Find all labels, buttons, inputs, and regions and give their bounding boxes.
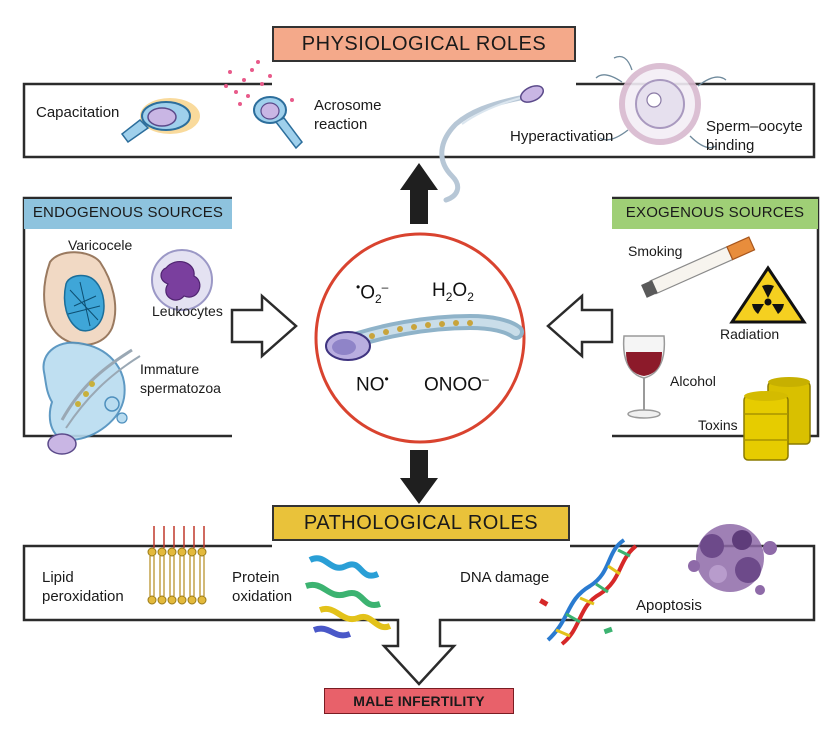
charge: –: [381, 280, 389, 294]
toxin-barrels-illustration: [743, 377, 811, 461]
label-capacitation: Capacitation: [36, 104, 120, 121]
wine-glass-illustration: [622, 335, 666, 419]
label-immature-spermatozoa: Immature spermatozoa: [140, 361, 221, 396]
subscript: 2: [374, 292, 382, 307]
label-smoking: Smoking: [628, 243, 683, 259]
exogenous-frame: [612, 196, 820, 438]
label-varicocele: Varicocele: [68, 237, 133, 253]
label-alcohol: Alcohol: [670, 373, 716, 389]
hyperactivation-illustration: [439, 85, 545, 203]
label-protein-oxidation: Protein oxidation: [232, 569, 293, 605]
endogenous-sources-tag: ENDOGENOUS SOURCES: [24, 199, 232, 229]
symbol: ONOO: [424, 374, 483, 396]
apoptotic-cell-illustration: [688, 524, 777, 595]
ros-peroxynitrite: ONOO–: [424, 372, 489, 396]
oocyte-illustration: [595, 55, 727, 149]
charge: –: [482, 372, 489, 386]
cigarette-illustration: [641, 236, 756, 298]
label-acrosome-reaction: Acrosome reaction: [314, 97, 382, 133]
endogenous-frame: [22, 196, 232, 438]
protein-structure-illustration: [305, 555, 392, 639]
physiological-roles-banner: PHYSIOLOGICAL ROLES: [272, 26, 576, 62]
label-sperm-oocyte-binding: Sperm–oocyte binding: [706, 118, 803, 154]
physiological-frame: [22, 82, 816, 159]
arrow-exogenous-to-center: [546, 293, 614, 359]
capacitation-illustration: [120, 98, 200, 144]
ros-superoxide: •O2–: [356, 280, 388, 306]
symbol: H: [432, 280, 446, 301]
label-leukocytes: Leukocytes: [152, 303, 223, 319]
ros-nitric-oxide: NO•: [356, 372, 389, 396]
label-lipid-peroxidation: Lipid peroxidation: [42, 569, 124, 605]
dna-damage-illustration: [539, 538, 638, 646]
label-dna-damage: DNA damage: [460, 569, 550, 586]
acrosome-illustration: [224, 60, 303, 150]
subscript: 2: [467, 289, 474, 304]
exogenous-sources-tag: EXOGENOUS SOURCES: [612, 199, 818, 229]
symbol: O: [452, 280, 468, 301]
immature-spermatozoa-illustration: [42, 341, 141, 455]
ros-center-circle: [314, 232, 526, 444]
lipid-bilayer-illustration: [147, 526, 207, 605]
pathological-roles-banner: PATHOLOGICAL ROLES: [272, 505, 570, 541]
label-toxins: Toxins: [698, 417, 738, 433]
varicocele-illustration: [43, 251, 117, 346]
subscript: 2: [445, 289, 453, 304]
radical-dot: •: [384, 372, 389, 386]
symbol: NO: [356, 374, 385, 396]
label-hyperactivation: Hyperactivation: [510, 128, 614, 145]
arrow-endogenous-to-center: [230, 293, 298, 359]
arrow-up-physiological: [400, 163, 438, 224]
symbol: O: [360, 282, 375, 304]
arrow-down-pathological: [400, 450, 438, 504]
radical-dot: •: [356, 280, 361, 294]
radiation-warning-icon: [729, 265, 807, 324]
ros-hydrogen-peroxide: H2O2: [432, 280, 474, 304]
label-apoptosis: Apoptosis: [636, 597, 702, 614]
label-radiation: Radiation: [720, 326, 780, 342]
male-infertility-tag: MALE INFERTILITY: [324, 688, 514, 714]
pathological-frame: [22, 544, 816, 686]
leukocyte-illustration: [151, 249, 213, 311]
